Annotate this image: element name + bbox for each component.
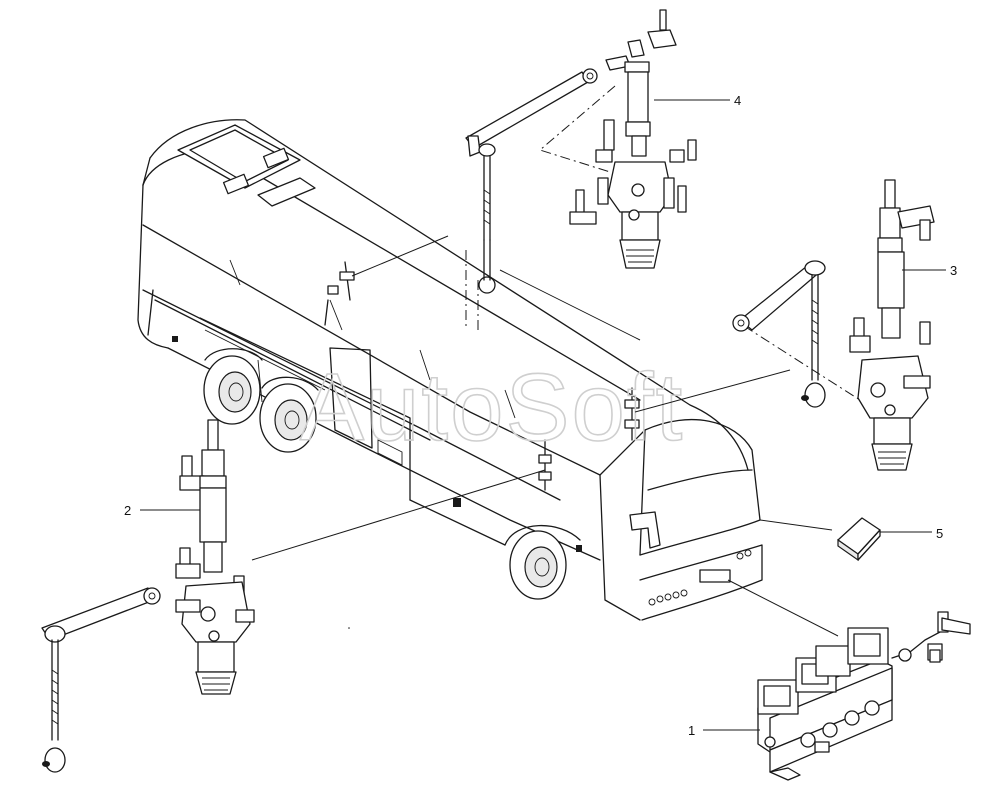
mini-solenoid <box>699 569 731 583</box>
callout-label-4: 4 <box>734 93 741 108</box>
relay-icon <box>837 517 881 562</box>
valve-marker <box>172 336 178 342</box>
callout-label-2: 2 <box>124 503 131 518</box>
level-valve-icon <box>732 179 935 471</box>
leader-lines <box>251 85 861 637</box>
bus-body-drawing <box>137 119 763 621</box>
headlights <box>648 549 752 606</box>
watermark-text: AutoSoft <box>300 354 684 461</box>
solenoid-valve-block-icon <box>757 611 971 781</box>
callout-label-5: 5 <box>936 526 943 541</box>
level-valve-icon <box>465 9 697 330</box>
level-valve-icon <box>41 419 255 773</box>
callout-label-3: 3 <box>950 263 957 278</box>
front-wheel <box>504 524 581 600</box>
mini-valve-front <box>538 387 640 491</box>
rear-wheels <box>203 348 319 453</box>
stray-dot <box>348 627 350 629</box>
callout-label-1: 1 <box>688 723 695 738</box>
mini-valve-rear <box>324 261 355 326</box>
valve-marker <box>453 498 461 507</box>
valve-marker <box>576 545 582 552</box>
